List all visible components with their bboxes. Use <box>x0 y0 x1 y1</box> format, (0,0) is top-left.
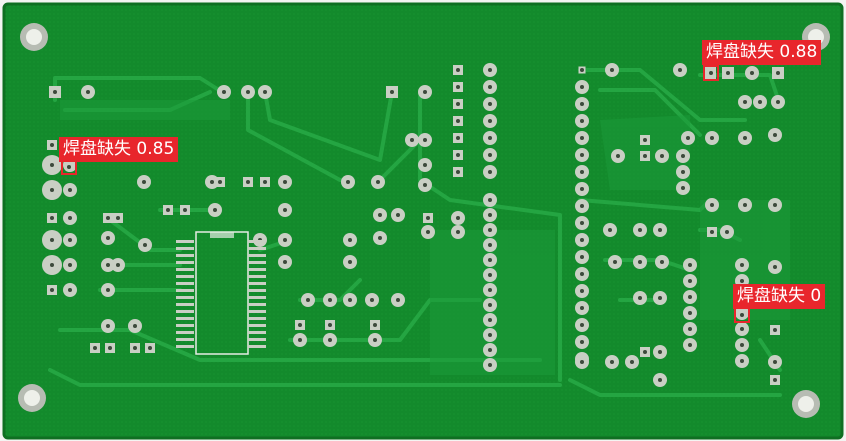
detection-label: 焊盘缺失 0.85 <box>59 137 179 162</box>
detection-label-text: 焊盘缺失 <box>706 42 774 62</box>
detection-score: 0.85 <box>136 139 175 159</box>
detection-label-text: 焊盘缺失 <box>737 286 805 306</box>
detection-box <box>703 65 719 81</box>
solder-pads <box>42 63 785 387</box>
ic-chip <box>195 231 249 355</box>
detection-label-text: 焊盘缺失 <box>63 139 131 159</box>
detection-score: 0.88 <box>779 42 818 62</box>
mounting-holes <box>18 23 830 418</box>
detection-score: 0 <box>810 286 822 306</box>
detection-label: 焊盘缺失 0.88 <box>702 40 822 65</box>
detection-box <box>734 307 750 323</box>
detection-label: 焊盘缺失 0 <box>733 284 826 309</box>
